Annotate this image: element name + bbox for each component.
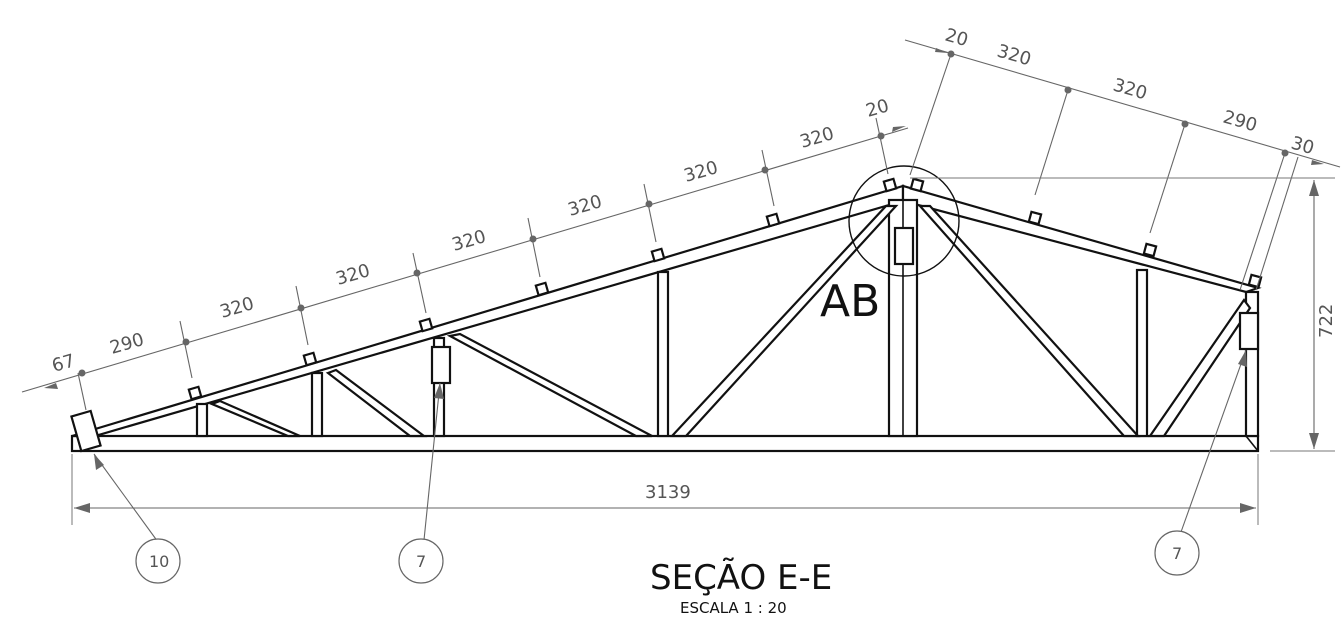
detail-marker: AB: [820, 165, 960, 327]
scale-label: ESCALA 1 : 20: [680, 599, 787, 617]
callout-label-7-right: 7: [1172, 544, 1182, 563]
dim-right-4: 290: [1221, 107, 1260, 137]
dim-right-2: 320: [995, 41, 1034, 71]
dim-right-3: 320: [1111, 75, 1150, 105]
dim-left-8: 320: [798, 123, 837, 153]
dim-left-6: 320: [566, 191, 605, 221]
dim-left-3: 320: [218, 293, 257, 323]
dim-span: 3139: [645, 482, 691, 503]
dim-left-7: 320: [682, 157, 721, 187]
span-dimension: 3139: [71, 454, 1259, 525]
detail-label: AB: [820, 276, 880, 327]
dim-left-9: 20: [864, 95, 892, 122]
callout-label-7-middle: 7: [416, 552, 426, 571]
dim-left-5: 320: [450, 226, 489, 256]
dim-height: 722: [1316, 304, 1337, 338]
callout-7-middle: 7: [398, 382, 444, 584]
dim-left-1: 67: [50, 350, 78, 377]
left-rafter-dimension: 67 290 320 320 320 320 320 320 20: [21, 95, 909, 411]
dim-right-5: 30: [1289, 133, 1317, 160]
section-title: SEÇÃO E-E: [650, 558, 832, 598]
web-members: [195, 198, 1252, 438]
item-blocks: [70, 226, 1260, 453]
dim-left-4: 320: [334, 260, 373, 290]
dim-right-1: 20: [943, 25, 971, 52]
callout-7-right: 7: [1154, 349, 1247, 576]
dim-left-2: 290: [108, 329, 147, 359]
callout-label-10: 10: [149, 552, 169, 571]
purlin-clips: [187, 177, 1263, 401]
height-dimension: 722: [910, 177, 1337, 452]
callout-10: 10: [93, 453, 181, 584]
bottom-chord: [70, 434, 1260, 453]
